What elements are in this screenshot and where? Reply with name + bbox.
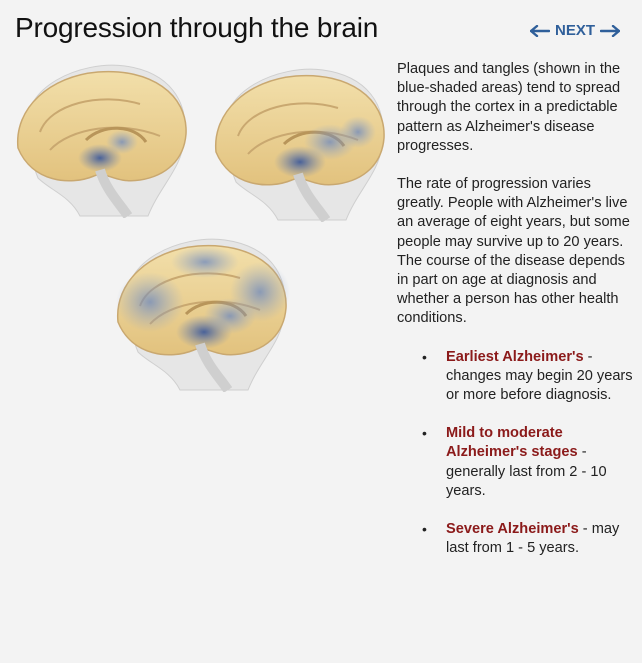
stage-item-severe: • Severe Alzheimer's - may last from 1 -… <box>397 520 633 558</box>
stage-desc: - changes may begin 20 years or more bef… <box>446 348 633 404</box>
stage-title: Mild to moderate Alzheimer's stages <box>446 425 578 461</box>
brain-illustration-severe <box>116 238 290 392</box>
bullet-icon: • <box>422 348 427 365</box>
stage-list: • Earliest Alzheimer's - changes may beg… <box>397 348 633 559</box>
arrow-left-icon <box>530 24 550 37</box>
rate-paragraph: The rate of progression varies greatly. … <box>397 176 630 327</box>
stage-desc: - generally last from 2 - 10 years. <box>446 444 607 499</box>
brain-illustration-mild-moderate <box>215 68 385 222</box>
intro-paragraph: Plaques and tangles (shown in the blue-s… <box>397 61 621 154</box>
bullet-icon: • <box>422 521 427 538</box>
next-button[interactable]: NEXT <box>530 22 621 39</box>
stage-title: Severe Alzheimer's <box>446 521 579 538</box>
stage-item-earliest: • Earliest Alzheimer's - changes may beg… <box>397 348 633 406</box>
arrow-right-icon <box>600 24 621 37</box>
stage-item-mild-moderate: • Mild to moderate Alzheimer's stages - … <box>397 424 633 501</box>
brain-illustration-earliest <box>17 64 187 218</box>
page-title: Progression through the brain <box>15 12 379 43</box>
description-column: Plaques and tangles (shown in the blue-s… <box>397 60 633 577</box>
stage-title: Earliest Alzheimer's <box>446 348 584 365</box>
next-label: NEXT <box>555 22 596 39</box>
bullet-icon: • <box>422 425 427 442</box>
stage-desc: - may last from 1 - 5 years. <box>446 521 620 557</box>
